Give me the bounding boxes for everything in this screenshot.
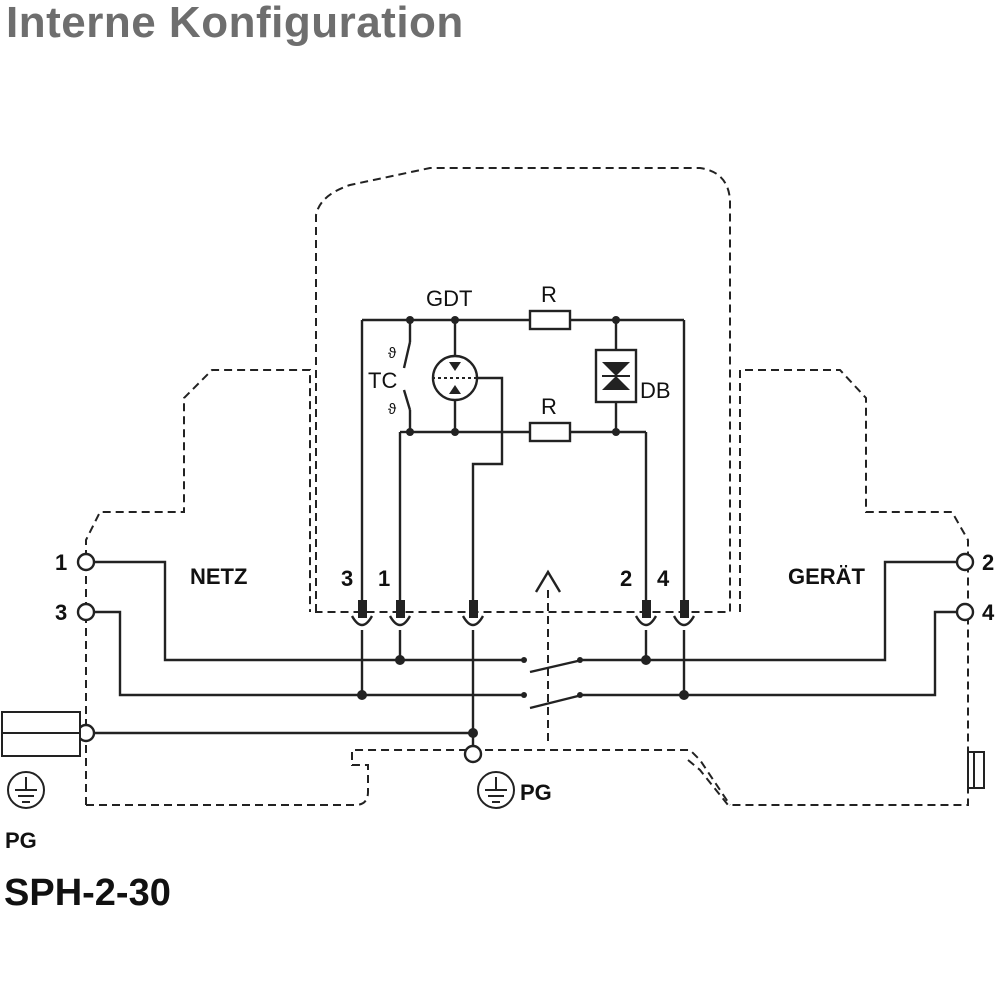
resistor-top-icon [528, 309, 572, 331]
module-pin-4-plug [672, 600, 696, 627]
tc-label: TC [368, 368, 397, 393]
terminal-right-2 [955, 552, 975, 572]
din-clip-outline [687, 759, 729, 806]
pg-rail-clamp [1, 711, 81, 757]
base-housing-outline [85, 369, 969, 806]
ground-icon [7, 771, 45, 809]
module-pin-2-plug [634, 600, 658, 627]
theta-top-label: ϑ [388, 345, 397, 362]
resistor-bottom-label: R [541, 394, 557, 419]
resistor-bottom-icon [528, 421, 572, 443]
pg-left-label: PG [5, 828, 37, 853]
terminals [76, 552, 975, 764]
terminal-left-3-label: 3 [55, 600, 67, 625]
housing-outline [85, 167, 985, 806]
module-pin-3-label: 3 [341, 566, 353, 591]
db-label: DB [640, 378, 671, 403]
module-pin-pg-plug [461, 600, 485, 627]
din-rail-latch [967, 751, 985, 789]
module-circuit [360, 309, 686, 612]
module-pins [350, 600, 696, 627]
arrow-up-icon [534, 569, 562, 745]
theta-bottom-label: ϑ [388, 401, 397, 418]
terminal-right-4-label: 4 [982, 600, 995, 625]
gdt-label: GDT [426, 286, 472, 311]
model-label: SPH-2-30 [4, 872, 171, 914]
plug-module-outline [315, 167, 731, 613]
base-wiring [95, 560, 956, 745]
module-pin-1-plug [388, 600, 412, 627]
gdt-symbol-icon [431, 354, 479, 402]
terminal-left-1-label: 1 [55, 550, 67, 575]
resistor-top-label: R [541, 282, 557, 307]
switch-contact-icon [402, 320, 412, 432]
terminal-right-4 [955, 602, 975, 622]
module-pin-1-label: 1 [378, 566, 390, 591]
terminal-right-2-label: 2 [982, 550, 994, 575]
netz-label: NETZ [190, 564, 247, 589]
terminal-left-1 [76, 552, 96, 572]
module-pin-2-label: 2 [620, 566, 632, 591]
page-title: Interne Konfiguration [6, 0, 464, 47]
diode-symbol-icon [594, 348, 638, 404]
geraet-label: GERÄT [788, 564, 866, 589]
pg-center-label: PG [520, 780, 552, 805]
terminal-pg-center [463, 744, 483, 764]
module-pin-3-plug [350, 600, 374, 627]
ground-icon [477, 771, 515, 809]
module-pin-4-label: 4 [657, 566, 670, 591]
terminal-left-3 [76, 602, 96, 622]
